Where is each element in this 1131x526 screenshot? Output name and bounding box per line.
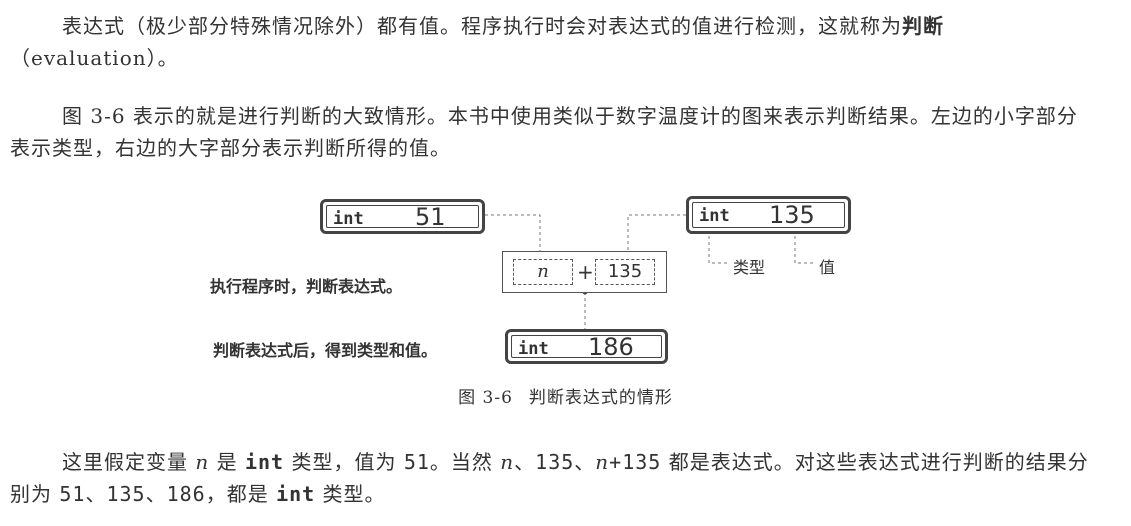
dot-expr	[582, 289, 588, 295]
type-label-n: int	[333, 209, 364, 229]
connector-135	[627, 214, 686, 262]
p3-s5: 、	[514, 450, 536, 474]
p3-code-plus135: +135	[609, 450, 662, 474]
type-label-135: int	[699, 206, 730, 226]
label-type: 类型	[733, 258, 766, 277]
caption-text: 判断表达式的情形	[528, 388, 673, 408]
p3-kw-int-1: int	[244, 450, 285, 474]
figure-caption: 图 3-6 判断表达式的情形	[0, 383, 1131, 408]
p3-kw-int-2: int	[276, 482, 316, 506]
expr-operand-n: n	[513, 259, 573, 285]
p3-var-n-1: n	[195, 450, 210, 474]
p3-s8: 、	[85, 482, 107, 506]
term-evaluation: 判断	[902, 14, 944, 38]
label-after-evaluation: 判断表达式后，得到类型和值。	[213, 341, 438, 360]
result-box-135: int 135	[686, 196, 851, 234]
p3-var-n-3: n	[595, 450, 610, 474]
value-label-n: 51	[415, 203, 446, 231]
p3-code-135: 135	[535, 450, 575, 474]
label-value: 值	[819, 258, 836, 277]
paragraph-evaluation-intro: 表达式（极少部分特殊情况除外）都有值。程序执行时会对表达式的值进行检测，这就称为…	[10, 10, 1090, 74]
p3-s10: ，都是	[205, 482, 277, 506]
value-label-135: 135	[769, 201, 815, 229]
p3-s1: 这里假定变量	[62, 450, 196, 474]
expr-operand-135: 135	[595, 259, 655, 285]
p3-s3: 类型，值为	[284, 450, 404, 474]
pointer-value	[794, 230, 815, 264]
result-box-186: int 186	[505, 329, 668, 364]
dot-value	[792, 228, 798, 234]
expression-box: n + 135	[502, 251, 667, 293]
p3-code-51: 51	[403, 450, 430, 474]
result-box-n: int 51	[320, 199, 485, 234]
dot-135	[625, 259, 631, 265]
type-label-186: int	[518, 339, 549, 359]
p3-code-135-b: 135	[106, 482, 146, 506]
paragraph-variable-explanation: 这里假定变量 n 是 int 类型，值为 51。当然 n、135、n+135 都…	[10, 446, 1090, 510]
p3-s11: 类型。	[315, 482, 386, 506]
value-label-186: 186	[588, 333, 634, 361]
label-evaluate-expression: 执行程序时，判断表达式。	[210, 277, 403, 296]
caption-number: 图 3-6	[458, 388, 513, 408]
expr-operator-plus: +	[577, 260, 594, 284]
p3-code-186: 186	[166, 482, 206, 506]
dot-type	[706, 228, 712, 234]
p3-code-51-b: 51	[59, 482, 86, 506]
pointer-type	[708, 230, 730, 264]
para1-text-a: 表达式（极少部分特殊情况除外）都有值。程序执行时会对表达式的值进行检测，这就称为	[62, 14, 902, 38]
p3-s7: 都是表达式。对这些表达式进行判断的结果分别为	[10, 450, 1089, 506]
paragraph-figure-description: 图 3-6 表示的就是进行判断的大致情形。本书中使用类似于数字温度计的图来表示判…	[10, 100, 1090, 164]
para2-text: 图 3-6 表示的就是进行判断的大致情形。本书中使用类似于数字温度计的图来表示判…	[10, 104, 1078, 160]
p3-var-n-2: n	[500, 450, 515, 474]
p3-s2: 是	[209, 450, 245, 474]
p3-s4: 。当然	[429, 450, 501, 474]
dot-n	[537, 259, 543, 265]
para1-text-b: （evaluation）。	[10, 46, 179, 70]
p3-s9: 、	[145, 482, 167, 506]
p3-s6: 、	[574, 450, 596, 474]
connector-n	[485, 214, 541, 262]
